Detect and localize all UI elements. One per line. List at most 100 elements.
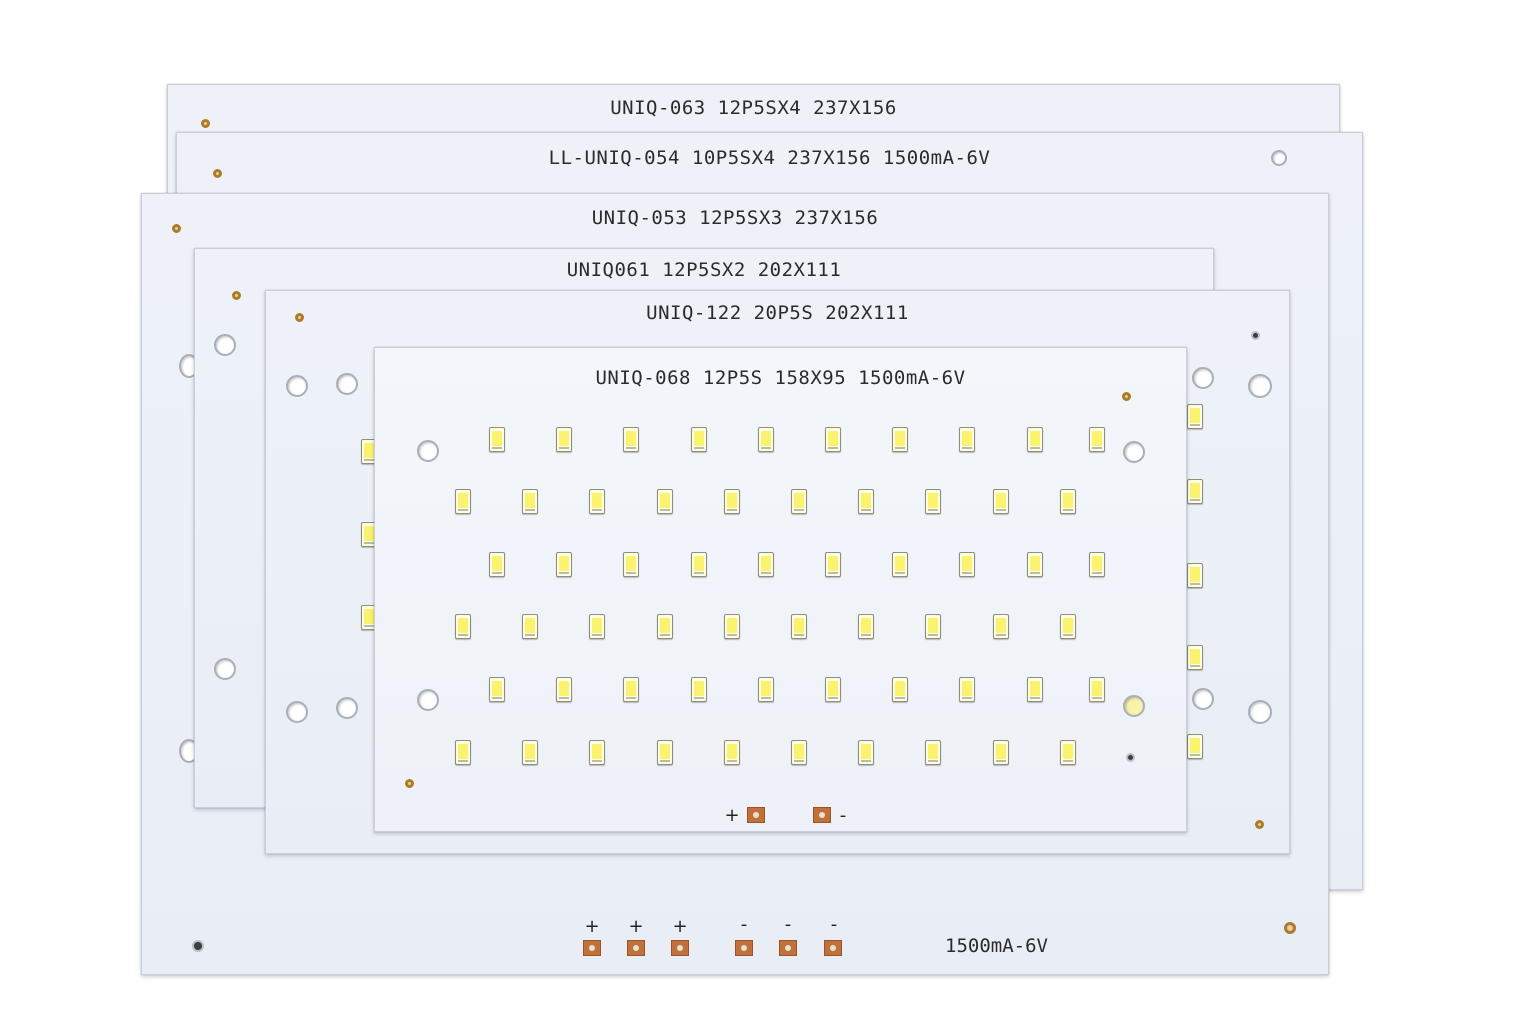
led-chip [993, 489, 1009, 514]
led-chip [522, 740, 538, 765]
led-chip [455, 614, 471, 639]
mounting-hole [1248, 700, 1272, 724]
mounting-dot [1122, 392, 1131, 401]
led-chip [1060, 614, 1076, 639]
led-chip [589, 614, 605, 639]
led-chip [892, 677, 908, 702]
solder-pad [824, 940, 842, 956]
plus-sign: + [584, 916, 600, 937]
solder-pad [779, 940, 797, 956]
solder-pad [671, 940, 689, 956]
rating-label: 1500mA-6V [945, 935, 1048, 957]
led-chip [791, 740, 807, 765]
mounting-dot [1255, 820, 1264, 829]
led-chip [959, 552, 975, 577]
led-chip [522, 614, 538, 639]
mounting-dot [172, 224, 181, 233]
led-array [375, 348, 1186, 831]
led-chip [724, 740, 740, 765]
mounting-hole [1126, 753, 1135, 762]
led-chip [825, 427, 841, 452]
led-chip [1187, 734, 1203, 759]
led-chip [758, 552, 774, 577]
mounting-hole [286, 701, 308, 723]
led-chip [858, 740, 874, 765]
led-chip [1027, 552, 1043, 577]
mounting-dot [213, 169, 222, 178]
mounting-hole [417, 440, 439, 462]
mounting-hole [1123, 695, 1145, 717]
led-chip [993, 740, 1009, 765]
minus-sign: - [784, 914, 792, 935]
led-chip [556, 427, 572, 452]
led-chip [993, 614, 1009, 639]
mounting-hole [336, 697, 358, 719]
mounting-hole [1192, 367, 1214, 389]
led-chip [791, 489, 807, 514]
led-chip [657, 489, 673, 514]
led-chip [489, 677, 505, 702]
led-chip [892, 427, 908, 452]
led-chip [691, 552, 707, 577]
led-chip [959, 427, 975, 452]
solder-pad [627, 940, 645, 956]
led-chip [361, 522, 377, 547]
led-chip [825, 552, 841, 577]
mounting-dot [232, 291, 241, 300]
board-label: UNIQ-063 12P5SX4 237X156 [610, 97, 897, 119]
led-chip [1060, 740, 1076, 765]
board-label: LL-UNIQ-054 10P5SX4 237X156 1500mA-6V [548, 147, 991, 169]
solder-pad-positive [747, 807, 765, 823]
board-label: UNIQ061 12P5SX2 202X111 [566, 259, 842, 281]
led-chip [791, 614, 807, 639]
led-chip [925, 614, 941, 639]
mounting-hole [286, 375, 308, 397]
led-chip [1187, 404, 1203, 429]
led-chip [623, 552, 639, 577]
mounting-hole [336, 373, 358, 395]
solder-pad-negative [813, 807, 831, 823]
led-chip [623, 427, 639, 452]
mounting-hole [417, 689, 439, 711]
led-chip [724, 614, 740, 639]
led-chip [1027, 677, 1043, 702]
mounting-hole [1251, 331, 1260, 340]
mounting-dot [201, 119, 210, 128]
led-chip [657, 740, 673, 765]
mounting-dot [1284, 922, 1296, 934]
pcb-board-uniq-068: UNIQ-068 12P5S 158X95 1500mA-6V + - [374, 347, 1187, 832]
led-chip [758, 677, 774, 702]
led-chip [455, 740, 471, 765]
solder-pad [583, 940, 601, 956]
led-chip [522, 489, 538, 514]
mounting-dot [295, 313, 304, 322]
led-chip [657, 614, 673, 639]
mounting-hole [1123, 441, 1145, 463]
led-chip [858, 614, 874, 639]
mounting-hole [214, 658, 236, 680]
led-chip [959, 677, 975, 702]
led-chip [1027, 427, 1043, 452]
minus-sign: - [839, 805, 847, 826]
led-chip [623, 677, 639, 702]
led-chip [691, 677, 707, 702]
solder-pad [735, 940, 753, 956]
led-chip [825, 677, 841, 702]
minus-sign: - [830, 914, 838, 935]
board-label: UNIQ-068 12P5S 158X95 1500mA-6V [595, 367, 966, 389]
minus-sign: - [740, 914, 748, 935]
led-chip [925, 489, 941, 514]
led-chip [925, 740, 941, 765]
led-chip [858, 489, 874, 514]
led-chip [489, 552, 505, 577]
led-chip [892, 552, 908, 577]
plus-sign: + [724, 805, 740, 826]
board-label: UNIQ-122 20P5S 202X111 [646, 302, 909, 324]
led-chip [1187, 479, 1203, 504]
led-chip [758, 427, 774, 452]
led-chip [1187, 645, 1203, 670]
led-chip [724, 489, 740, 514]
board-label: UNIQ-053 12P5SX3 237X156 [591, 207, 879, 229]
led-chip [455, 489, 471, 514]
mounting-hole [1271, 150, 1287, 166]
